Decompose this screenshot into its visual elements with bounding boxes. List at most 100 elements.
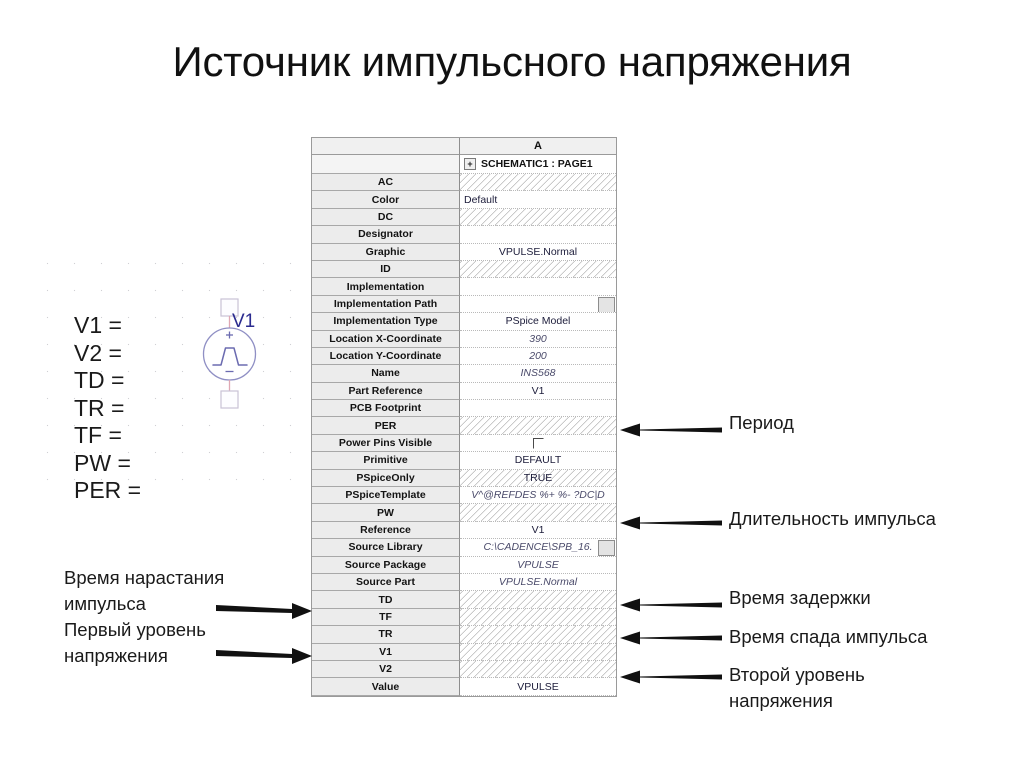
grid-row: Implementation Path <box>312 295 616 314</box>
property-value-cell[interactable]: TRUE <box>460 469 616 488</box>
property-value-cell[interactable] <box>460 608 616 627</box>
annotation-rise-time: Время нарастания импульса <box>64 565 224 617</box>
property-value-cell[interactable]: 390 <box>460 330 616 348</box>
schematic-page-cell[interactable]: + SCHEMATIC1 : PAGE1 <box>460 155 616 174</box>
property-value-cell[interactable] <box>460 226 616 244</box>
pulse-parameter-list: V1 = V2 = TD = TR = TF = PW = PER = <box>74 312 141 505</box>
annotation-rise-time-line1: Время нарастания <box>64 567 225 588</box>
property-name-cell: TF <box>312 608 460 627</box>
property-value-text: Default <box>464 193 498 206</box>
property-value-cell[interactable]: V^@REFDES %+ %- ?DC|D <box>460 487 616 505</box>
property-value-cell[interactable]: Default <box>460 191 616 209</box>
property-value-cell[interactable] <box>460 208 616 227</box>
grid-row: V2 <box>312 660 616 679</box>
property-value-cell[interactable]: 200 <box>460 347 616 366</box>
property-name-cell: Implementation <box>312 278 460 296</box>
property-name-cell: PSpiceTemplate <box>312 487 460 505</box>
property-name-cell: PW <box>312 504 460 522</box>
property-name-cell: Source Part <box>312 573 460 592</box>
property-value-text: 390 <box>529 332 547 345</box>
grid-row: PW <box>312 504 616 522</box>
grid-row: V1 <box>312 643 616 661</box>
grid-row: PSpiceTemplate V^@REFDES %+ %- ?DC|D <box>312 487 616 505</box>
annotation-first-level-line2: напряжения <box>64 645 168 666</box>
grid-row: TF <box>312 608 616 627</box>
grid-row: TD <box>312 591 616 609</box>
property-value-cell[interactable]: C:\CADENCE\SPB_16. <box>460 539 616 557</box>
property-value-cell[interactable]: V1 <box>460 382 616 401</box>
property-value-cell[interactable] <box>460 174 616 192</box>
property-value-cell[interactable]: V1 <box>460 521 616 540</box>
browse-ellipsis-button[interactable] <box>598 296 615 313</box>
property-value-cell[interactable]: INS568 <box>460 365 616 383</box>
property-value-text: 200 <box>529 350 547 363</box>
grid-row: AC <box>312 174 616 192</box>
property-name-cell: DC <box>312 208 460 227</box>
checkbox-icon[interactable] <box>532 437 544 449</box>
property-name-cell: Designator <box>312 226 460 244</box>
property-value-cell[interactable] <box>460 504 616 522</box>
property-value-cell[interactable] <box>460 434 616 453</box>
browse-ellipsis-button[interactable] <box>598 540 615 556</box>
property-name-cell: V1 <box>312 643 460 661</box>
grid-row: PER <box>312 417 616 435</box>
property-value-text: PSpice Model <box>505 315 571 328</box>
grid-header-row: A <box>312 138 616 155</box>
grid-row: PSpiceOnly TRUE <box>312 469 616 488</box>
property-value-cell[interactable]: VPULSE <box>460 556 616 574</box>
grid-row: TR <box>312 626 616 644</box>
grid-row: Designator <box>312 226 616 244</box>
property-value-cell[interactable] <box>460 660 616 679</box>
grid-row: DC <box>312 208 616 227</box>
property-value-text: TRUE <box>523 471 553 484</box>
property-value-cell[interactable]: VPULSE.Normal <box>460 243 616 261</box>
property-name-cell: Power Pins Visible <box>312 434 460 453</box>
property-value-cell[interactable] <box>460 295 616 314</box>
property-name-cell: V2 <box>312 660 460 679</box>
grid-row: Implementation <box>312 278 616 296</box>
arrow-delay-time <box>618 594 722 616</box>
property-value-cell[interactable] <box>460 626 616 644</box>
property-value-cell[interactable] <box>460 417 616 435</box>
property-value-cell[interactable] <box>460 643 616 661</box>
property-value-cell[interactable]: VPULSE.Normal <box>460 573 616 592</box>
property-value-cell[interactable] <box>460 278 616 296</box>
property-name-cell: Source Library <box>312 539 460 557</box>
annotation-period: Период <box>729 412 794 433</box>
property-name-cell: Graphic <box>312 243 460 261</box>
property-value-cell[interactable]: PSpice Model <box>460 313 616 331</box>
property-name-cell: Part Reference <box>312 382 460 401</box>
property-name-cell: Implementation Path <box>312 295 460 314</box>
parameter-v2: V2 = <box>74 339 122 366</box>
property-value-text: VPULSE.Normal <box>498 245 578 258</box>
property-name-cell: Source Package <box>312 556 460 574</box>
property-name-cell: PSpiceOnly <box>312 469 460 488</box>
grid-corner-cell <box>312 138 460 155</box>
grid-column-header-a[interactable]: A <box>460 138 616 155</box>
property-value-cell[interactable] <box>460 260 616 279</box>
annotation-second-level: Второй уровень напряжения <box>729 662 865 714</box>
annotation-fall-time: Время спада импульса <box>729 626 928 647</box>
property-name-cell: Value <box>312 678 460 696</box>
grid-page-row: + SCHEMATIC1 : PAGE1 <box>312 155 616 174</box>
property-name-cell: Location Y-Coordinate <box>312 347 460 366</box>
expand-plus-icon[interactable]: + <box>464 158 476 170</box>
annotation-first-level: Первый уровень напряжения <box>64 617 206 669</box>
property-value-cell[interactable]: DEFAULT <box>460 452 616 470</box>
annotation-delay-time: Время задержки <box>729 587 871 608</box>
property-name-cell: Color <box>312 191 460 209</box>
property-value-cell[interactable] <box>460 591 616 609</box>
property-value-cell[interactable]: VPULSE <box>460 678 616 696</box>
property-value-text: V^@REFDES %+ %- ?DC|D <box>471 489 605 502</box>
property-value-cell[interactable] <box>460 400 616 418</box>
property-value-text: V1 <box>531 524 545 536</box>
property-name-cell: PER <box>312 417 460 435</box>
property-name-cell: TR <box>312 626 460 644</box>
annotation-second-level-line1: Второй уровень <box>729 664 865 685</box>
